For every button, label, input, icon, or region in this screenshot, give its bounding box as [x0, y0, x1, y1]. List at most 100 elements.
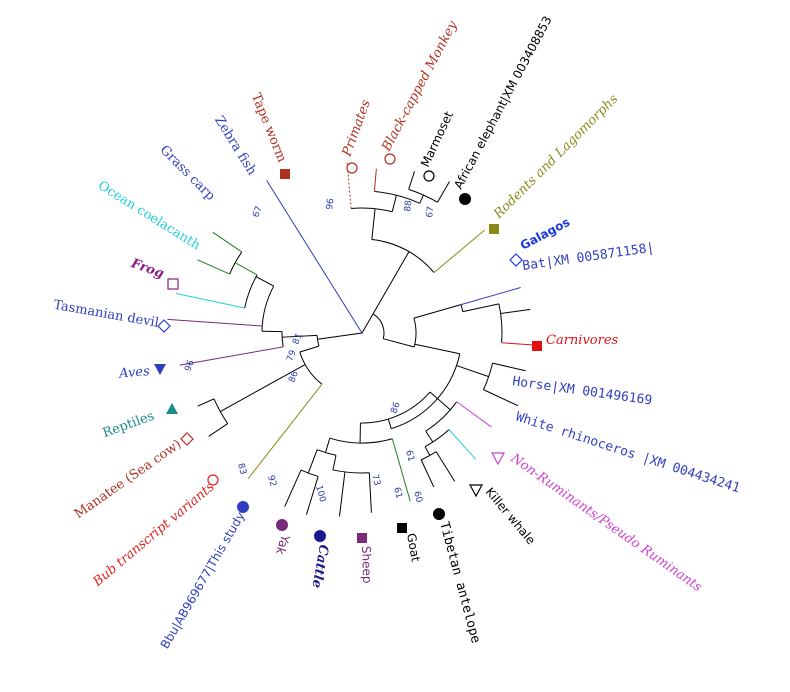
node-arc-14 — [329, 437, 393, 444]
bootstrap-value: 81 — [291, 332, 304, 346]
taxon-label-horse-xm-001496169: Horse|XM 001496169 — [511, 374, 653, 408]
taxon-label-cattle: Cattle — [308, 543, 330, 589]
branch-9 — [419, 194, 424, 204]
taxon-label-zebra-fish: Zebra fish — [211, 113, 259, 178]
branch-24 — [456, 401, 492, 428]
taxon-label-marmoset: Marmoset — [418, 109, 456, 169]
taxon-label-aves: Aves — [118, 364, 151, 382]
taxon-label-manatee-sea-cow: Manatee (Sea cow) — [72, 437, 184, 522]
galagos-marker-icon — [509, 253, 523, 267]
cattle-marker-icon — [314, 530, 326, 542]
goat-marker-icon — [397, 523, 407, 533]
branch-39 — [282, 334, 318, 338]
tape-worm-marker-icon — [280, 169, 290, 179]
black-capped-monkey-marker-icon — [384, 153, 396, 165]
node-arc-23 — [244, 274, 258, 309]
frog-marker-icon — [167, 278, 179, 290]
taxon-label-killer-whale: Killer whale — [483, 485, 538, 547]
branch-19 — [387, 418, 392, 429]
taxon-label-tibetan-antelope: Tibetan antelope — [436, 520, 483, 645]
branch-22 — [429, 391, 451, 411]
node-arc-8 — [391, 353, 461, 430]
aves-marker-icon — [154, 364, 166, 375]
branch-51 — [212, 231, 243, 253]
branch-36 — [305, 476, 319, 515]
branch-15 — [462, 303, 500, 313]
non-ruminants-pseudo-ruminants-marker-icon — [490, 452, 506, 466]
node-arc-7 — [498, 303, 503, 343]
taxon-label-bbu-ab969677-this-study: Bbu|AB969677|This study — [158, 510, 248, 652]
bbu-ab969677-this-study-marker-icon — [237, 501, 249, 513]
node-arc-15 — [317, 449, 337, 456]
bootstrap-value: 61 — [403, 449, 416, 463]
taxon-markers — [154, 153, 542, 543]
tree-branches — [167, 161, 542, 517]
reptiles-marker-icon — [166, 403, 178, 414]
branch-20 — [492, 362, 526, 372]
branch-41 — [220, 364, 306, 412]
branch-13 — [414, 343, 460, 355]
branch-4 — [371, 208, 376, 240]
taxon-label-ocean-coelacanth: Ocean coelacanth — [95, 178, 203, 253]
bootstrap-value: 83 — [235, 462, 248, 476]
branch-42 — [208, 423, 228, 437]
tasmanian-devil-marker-icon — [157, 319, 171, 333]
bootstrap-value: 61 — [391, 486, 404, 500]
branch-47 — [255, 276, 274, 287]
primates-marker-icon — [346, 162, 358, 174]
tibetan-antelope-marker-icon — [433, 508, 445, 520]
bootstrap-value: 100 — [313, 484, 327, 503]
node-arc-19 — [299, 351, 323, 385]
branch-40 — [247, 383, 323, 480]
node-arc-16 — [332, 469, 370, 474]
taxon-label-tasmanian-devil: Tasmanian devil — [52, 298, 160, 331]
node-arc-22 — [261, 285, 275, 332]
branch-29 — [420, 459, 435, 488]
branch-10 — [408, 171, 416, 190]
branch-35 — [338, 471, 346, 517]
branch-43 — [197, 398, 215, 407]
bootstrap-value: 60 — [411, 490, 424, 504]
branch-38 — [299, 345, 320, 353]
branch-14 — [460, 287, 521, 306]
branch-52 — [266, 180, 363, 334]
node-arc-10 — [360, 391, 431, 424]
taxon-label-grass-carp: Grass carp — [157, 143, 218, 204]
node-arc-17 — [300, 469, 319, 477]
taxon-label-goat: Goat — [404, 532, 423, 563]
marmoset-marker-icon — [423, 170, 435, 182]
african-elephant-xm-003408853-marker-icon — [459, 193, 471, 205]
manatee-sea-cow-marker-icon — [180, 432, 194, 446]
bootstrap-value: 92 — [265, 474, 278, 488]
branch-37 — [284, 469, 302, 507]
node-arc-1 — [371, 239, 435, 273]
branch-32 — [332, 455, 337, 471]
yak-marker-icon — [276, 519, 288, 531]
node-arc-0 — [372, 313, 385, 339]
branch-28 — [435, 451, 456, 482]
branch-30 — [391, 438, 411, 502]
taxon-label-black-capped-monkey: Black-capped Monkey — [379, 18, 461, 155]
node-arc-2 — [351, 207, 393, 213]
branch-27 — [424, 446, 431, 456]
branch-49 — [234, 262, 258, 276]
branch-25 — [425, 430, 434, 443]
branch-18 — [456, 365, 489, 378]
bootstrap-value: 86 — [389, 401, 402, 415]
branch-34 — [368, 472, 372, 513]
taxon-label-tape-worm: Tape worm — [248, 91, 289, 164]
killer-whale-marker-icon — [468, 484, 484, 498]
sheep-marker-icon — [357, 533, 367, 543]
branch-11 — [437, 181, 450, 203]
taxon-label-bat-xm-005871158: Bat|XM 005871158| — [521, 241, 655, 274]
branch-21 — [483, 389, 519, 407]
branch-12 — [413, 304, 462, 319]
root-branch — [317, 313, 374, 340]
taxon-label-primates: Primates — [339, 98, 374, 160]
bootstrap-value: 88 — [403, 199, 415, 212]
branch-3 — [372, 251, 410, 315]
branch-2 — [383, 338, 415, 348]
bootstrap-value: 67 — [425, 206, 436, 219]
branch-50 — [197, 259, 230, 275]
